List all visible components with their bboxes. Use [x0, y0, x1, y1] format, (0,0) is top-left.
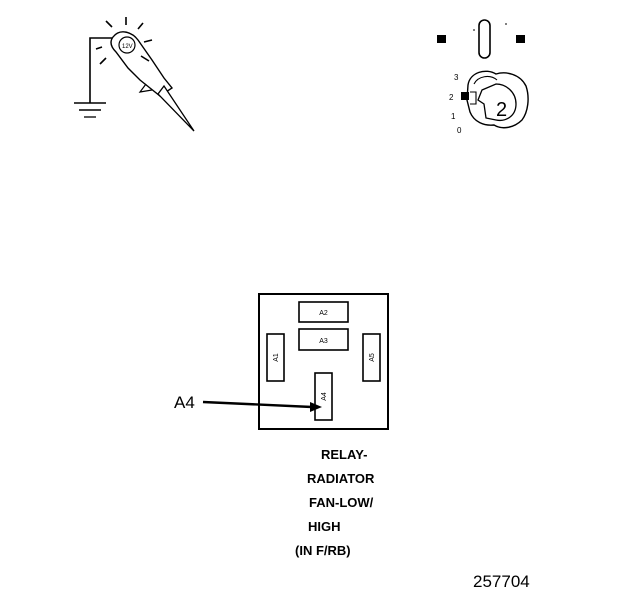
relay-a5-label: A5 [369, 353, 376, 362]
relay-a2: A2 [298, 301, 349, 323]
relay-a5: A5 [362, 333, 381, 382]
ignition-switch-icon [437, 19, 525, 59]
test-light-icon [74, 17, 195, 132]
relay-a4: A4 [314, 372, 333, 421]
caption-line-3: FAN-LOW/ [309, 495, 374, 510]
ground-lead [89, 37, 112, 103]
ignition-position-1: 1 [451, 112, 456, 121]
relay-a3: A3 [298, 328, 349, 351]
ground-symbol-icon [74, 102, 106, 118]
caption-line-5: (IN F/RB) [295, 543, 351, 558]
light-rays [95, 17, 153, 65]
relay-a4-callout: A4 [174, 393, 195, 412]
caption-line-4: HIGH [308, 519, 341, 534]
probe-needle [157, 84, 195, 132]
relay-a4-label: A4 [321, 392, 328, 401]
test-light-voltage-label: 12V [122, 44, 133, 50]
bulb [118, 36, 136, 54]
caption-line-2: RADIATOR [307, 471, 375, 486]
relay-a1: A1 [266, 333, 285, 382]
ignition-position-2: 2 [449, 93, 454, 102]
callout-arrow [202, 400, 322, 412]
ignition-key-icon [461, 70, 529, 129]
ignition-position-3: 3 [454, 73, 459, 82]
figure-number: 257704 [473, 572, 530, 591]
relay-a1-label: A1 [273, 353, 280, 362]
relay-a2-label: A2 [319, 310, 328, 317]
caption-line-1: RELAY- [321, 447, 368, 462]
relay-a3-label: A3 [319, 338, 328, 345]
ignition-key-number: 2 [496, 99, 507, 121]
ignition-position-0: 0 [457, 126, 462, 135]
